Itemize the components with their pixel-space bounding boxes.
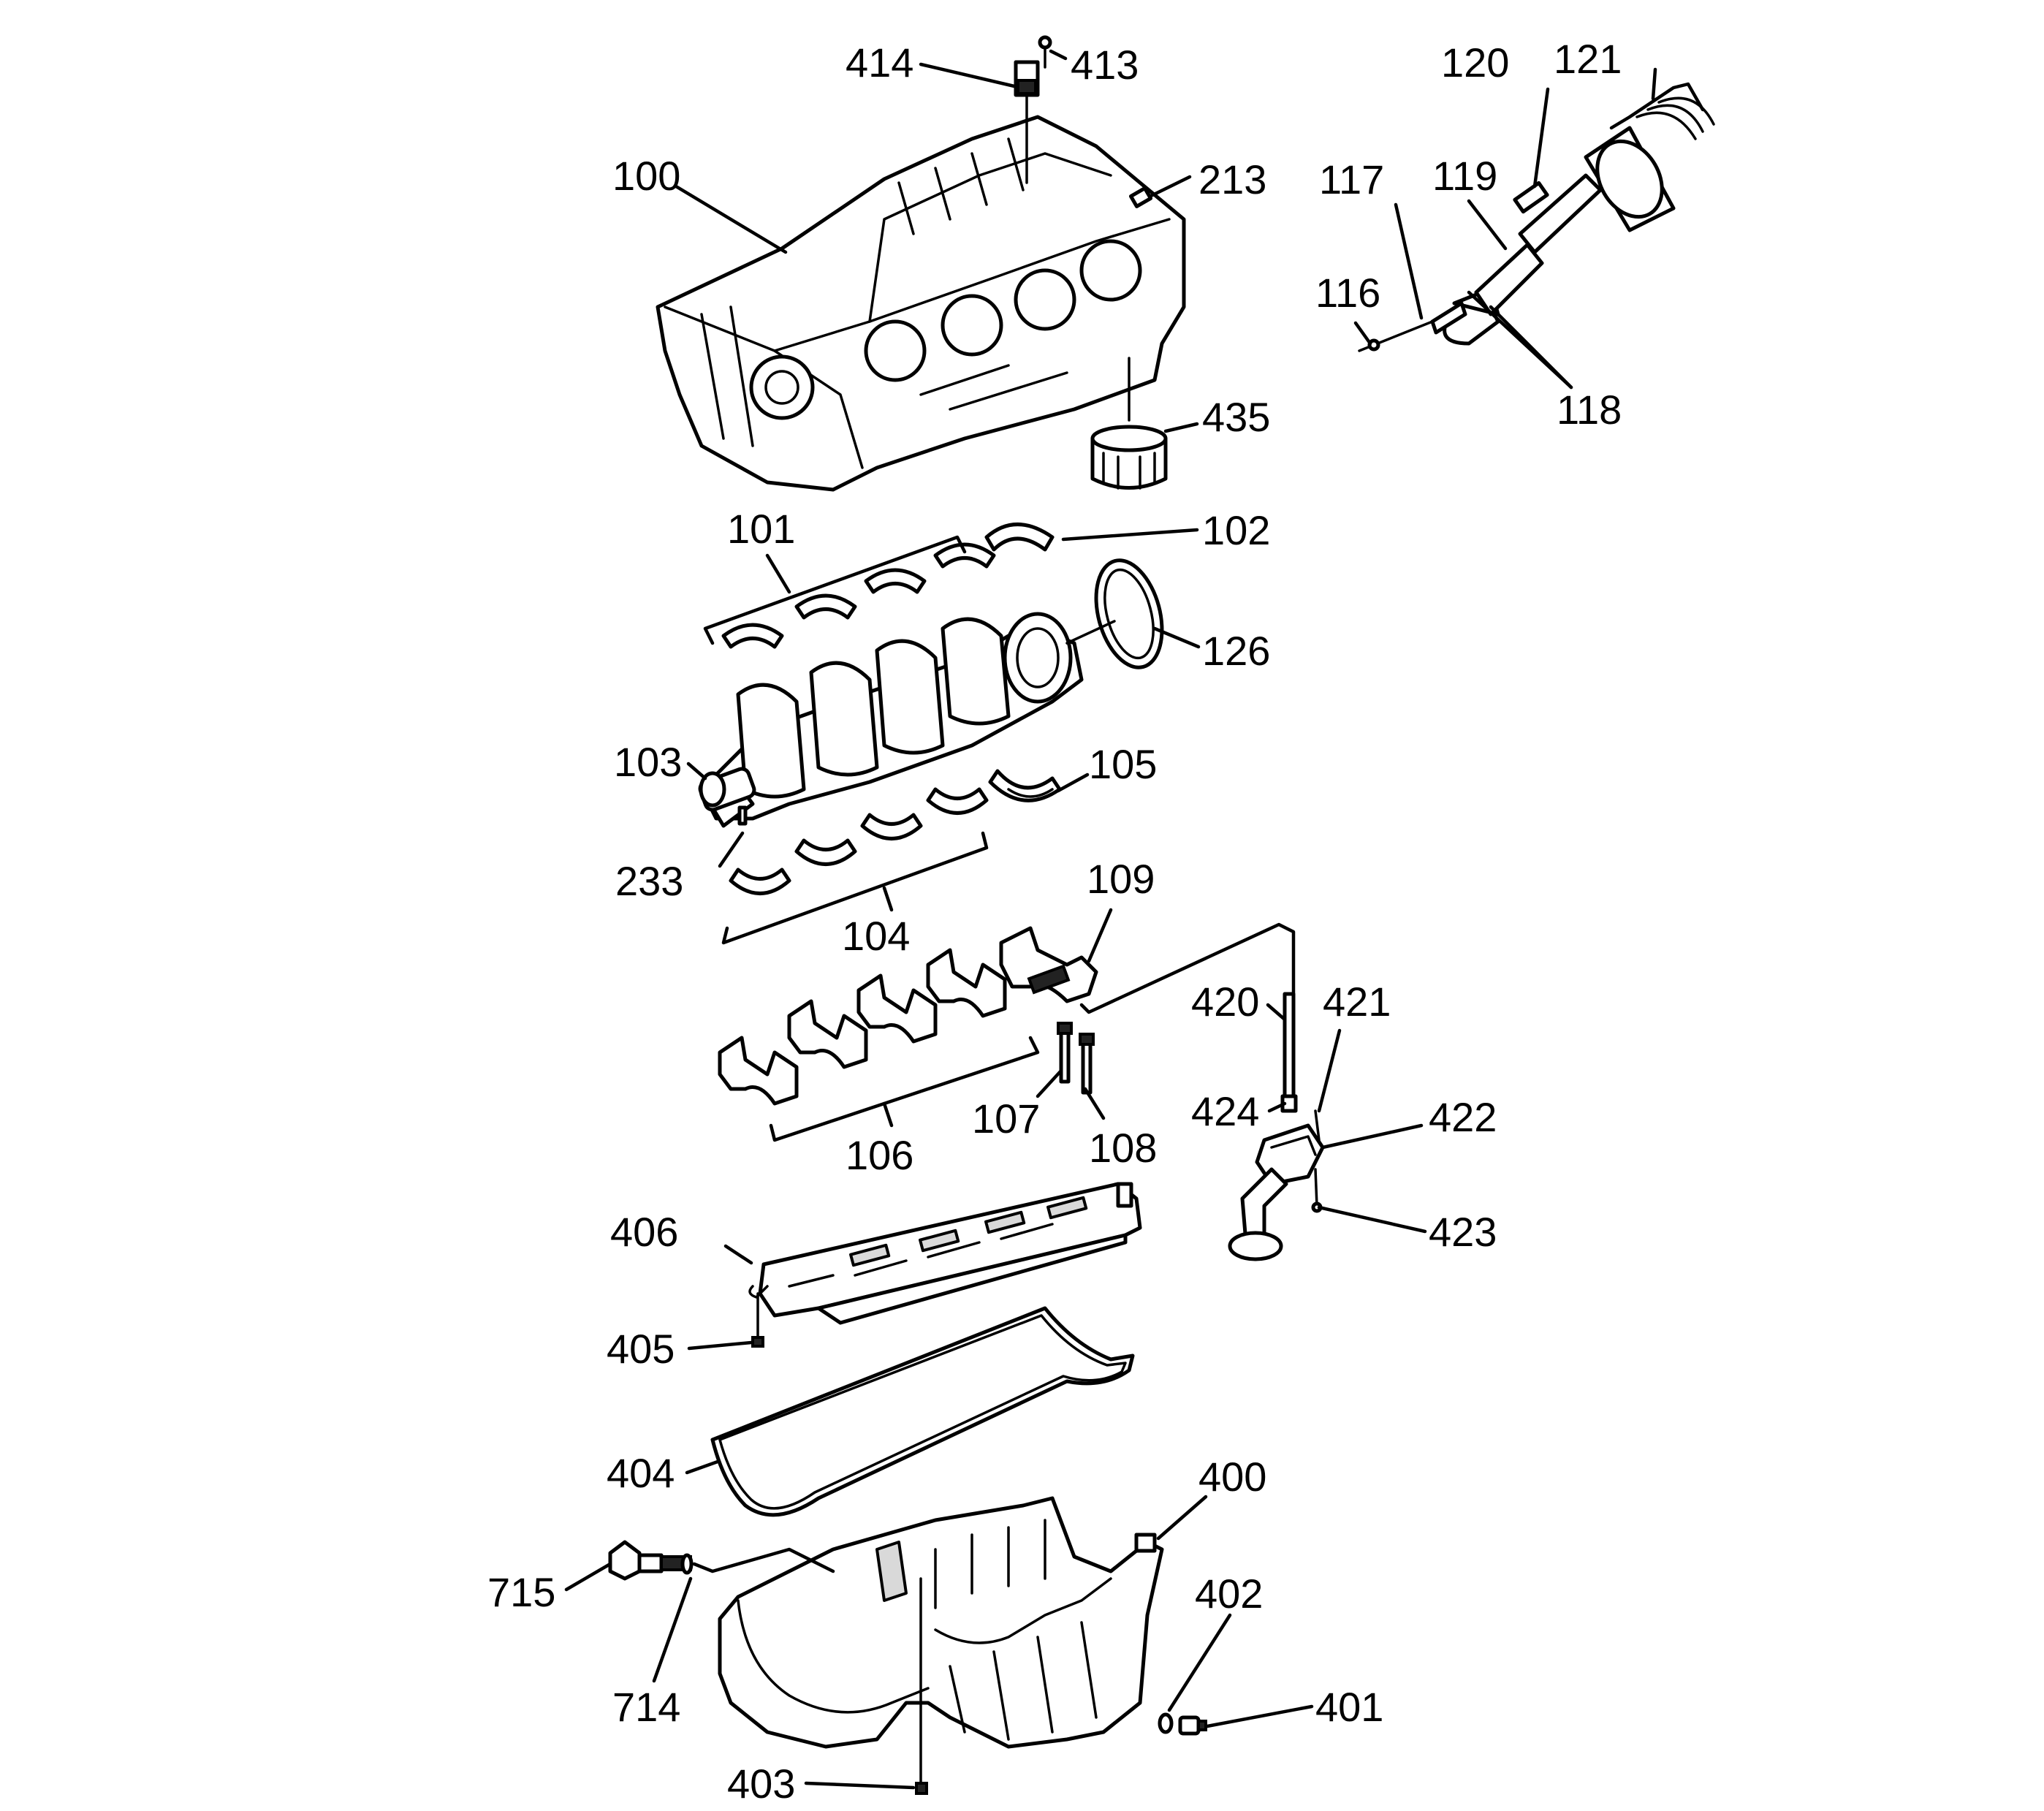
oil-pressure-sensor <box>1014 35 1052 184</box>
tray-bolt <box>751 1292 764 1348</box>
callout-406: 406 <box>610 1209 678 1255</box>
oil-filter <box>1090 357 1168 490</box>
callout-121: 121 <box>1554 36 1622 82</box>
callout-402: 402 <box>1195 1571 1263 1617</box>
pump-bracket-line <box>1079 922 1296 1113</box>
callout-120: 120 <box>1441 39 1509 86</box>
callout-400: 400 <box>1198 1454 1266 1500</box>
main-bearing-caps <box>718 926 1098 1106</box>
bracket-101 <box>703 535 967 645</box>
callout-424: 424 <box>1191 1088 1259 1134</box>
callout-103: 103 <box>614 739 682 785</box>
callout-116: 116 <box>1315 270 1380 316</box>
callout-414: 414 <box>846 39 913 86</box>
callout-405: 405 <box>607 1326 675 1372</box>
callout-101: 101 <box>727 506 795 552</box>
callout-213: 213 <box>1198 156 1266 202</box>
callout-109: 109 <box>1087 856 1155 902</box>
callout-233: 233 <box>615 858 683 904</box>
rear-main-seal <box>1094 558 1164 669</box>
callout-403: 403 <box>727 1761 795 1807</box>
upper-main-bearings <box>721 523 1055 649</box>
callout-421: 421 <box>1323 979 1391 1025</box>
callout-108: 108 <box>1089 1125 1157 1171</box>
oil-pan <box>718 1496 1164 1795</box>
bracket-106 <box>769 1036 1040 1142</box>
oil-pump-assembly <box>1228 992 1325 1261</box>
oil-pan-gasket <box>710 1306 1135 1517</box>
callout-126: 126 <box>1202 628 1270 674</box>
callout-100: 100 <box>612 153 680 199</box>
lower-main-bearings <box>729 769 1062 895</box>
oil-level-sensor <box>608 1540 835 1581</box>
plug-213 <box>1128 186 1153 208</box>
callout-106: 106 <box>846 1132 913 1178</box>
callout-119: 119 <box>1432 153 1497 199</box>
crankshaft <box>698 612 1116 828</box>
callout-117: 117 <box>1319 156 1384 202</box>
callout-104: 104 <box>842 913 910 959</box>
callout-102: 102 <box>1202 507 1270 553</box>
engine-block <box>656 115 1186 492</box>
callout-422: 422 <box>1429 1094 1497 1140</box>
callout-105: 105 <box>1089 741 1157 787</box>
callout-401: 401 <box>1315 1684 1383 1730</box>
callout-435: 435 <box>1202 394 1270 440</box>
callout-labels: 414 413 120 121 100 213 117 119 116 118 … <box>487 36 1622 1807</box>
callout-118: 118 <box>1557 387 1622 433</box>
callout-413: 413 <box>1071 42 1139 88</box>
drain-plug <box>1158 1712 1207 1736</box>
callout-423: 423 <box>1429 1209 1497 1255</box>
piston-rod-assembly <box>1358 96 1715 352</box>
callout-420: 420 <box>1191 979 1259 1025</box>
bracket-121 <box>1609 82 1705 130</box>
callout-714: 714 <box>612 1684 680 1730</box>
callout-107: 107 <box>972 1096 1040 1142</box>
bracket-104 <box>721 831 989 945</box>
main-cap-bolts <box>1057 1022 1095 1095</box>
windage-tray <box>748 1182 1142 1325</box>
callout-404: 404 <box>607 1450 675 1496</box>
leader-lines <box>564 49 1573 1790</box>
callout-715: 715 <box>487 1569 555 1615</box>
